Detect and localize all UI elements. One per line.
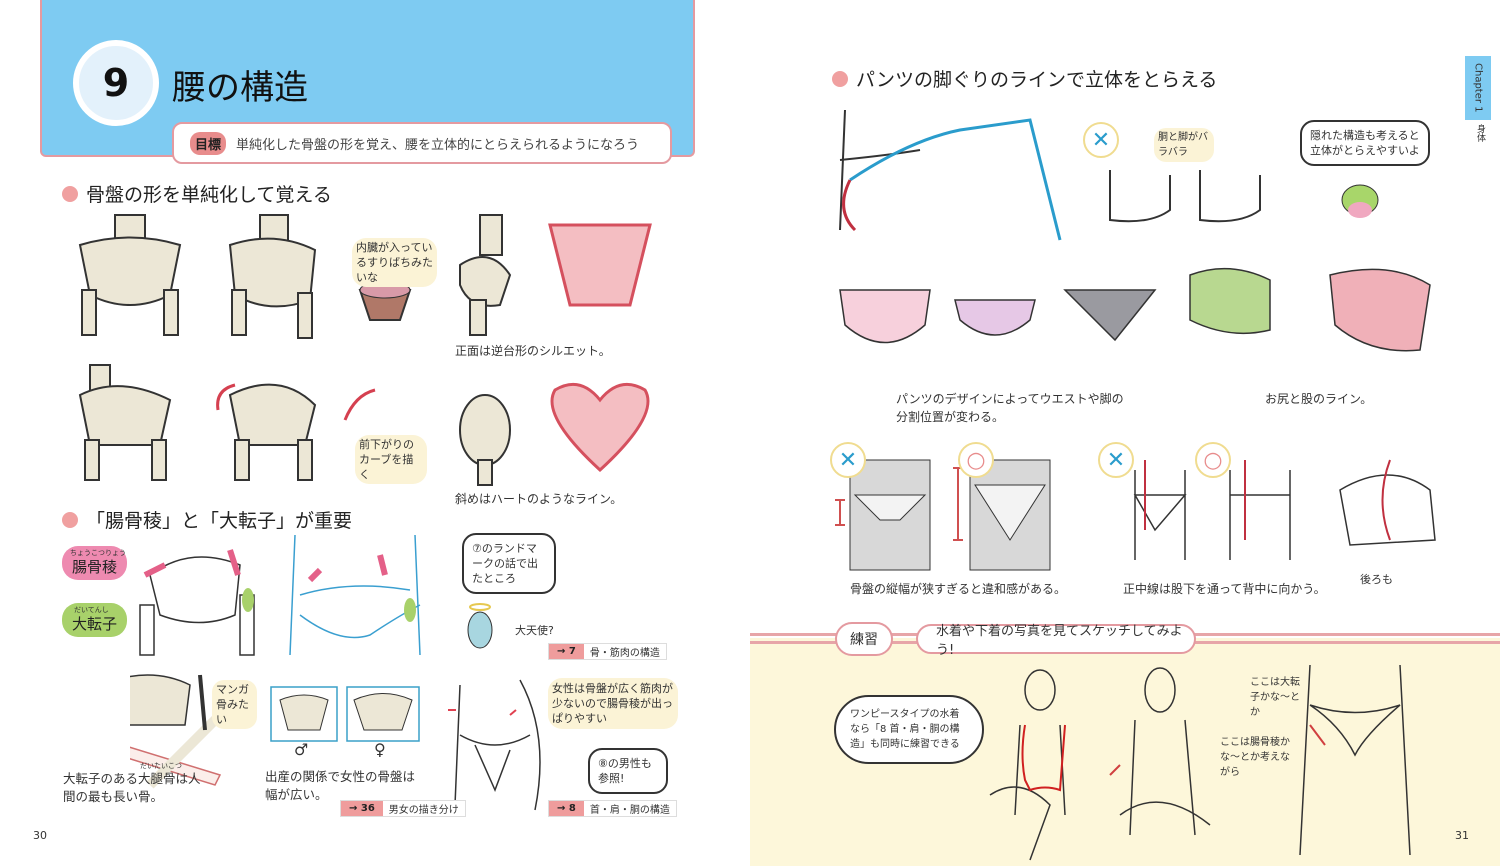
note-bowl: 内臓が入っているすりばちみたいな: [352, 238, 437, 287]
goal-text: 単純化した骨盤の形を覚え、腰を立体的にとらえられるようになろう: [236, 137, 640, 153]
ref-arrow-number: → 8: [549, 801, 584, 816]
caption-midline: 正中線は股下を通って背中に向かう。: [1123, 582, 1326, 596]
heading-text: 「腸骨稜」と「大転子」が重要: [86, 510, 353, 532]
label-iliac-crest: 腸骨稜: [62, 546, 128, 580]
disjoint-legs: [1109, 170, 1261, 223]
label-iliac-crest-ruby: ちょうこつりょう: [70, 549, 126, 557]
caption-height: 骨盤の縦幅が狭すぎると違和感がある。: [850, 582, 1067, 596]
note-angel: 大天使?: [515, 624, 554, 637]
section-number: 9: [73, 40, 159, 126]
page-number: 30: [33, 829, 47, 842]
bullet-icon: [832, 70, 848, 87]
note-iliac: ここは腸骨稜かな〜とか考えながら: [1220, 737, 1290, 778]
bubble-see-male: ⑧の男性も参照!: [588, 748, 668, 794]
pelvis-front: [78, 214, 317, 339]
practice-sketches: [989, 665, 1411, 861]
pelvis-height-comparison: [835, 459, 1051, 571]
ref-text: 男女の描き分け: [382, 801, 465, 816]
pelvis-illustrations: [78, 214, 652, 486]
label-greater-trochanter-ruby: だいてんし: [74, 606, 109, 614]
note-curve: 前下がりのカーブを描く: [355, 435, 427, 484]
caption-femur-ruby: だいたいこつ: [140, 762, 182, 770]
curve-arrow: [343, 388, 376, 421]
section-heading-pants: パンツの脚ぐりのラインで立体をとらえる: [832, 65, 1217, 92]
right-page: パンツの脚ぐりのラインで立体をとらえる Chapter 1 身体: [750, 0, 1500, 866]
pelvis-rear: [78, 364, 511, 486]
bubble-swimsuit: ワンピースタイプの水着なら「8 首・肩・胴の構造」も同時に練習できる: [834, 695, 984, 764]
chapter-tab[interactable]: Chapter 1: [1465, 56, 1491, 120]
left-page: 9 腰の構造 目標 単純化した骨盤の形を覚え、腰を立体的にとらえられるようになろ…: [33, 0, 695, 842]
wrong-mark-icon: ✕: [1098, 442, 1134, 478]
female-symbol: ♀: [374, 740, 386, 759]
ref-arrow-number: → 36: [341, 801, 383, 816]
pelvis-side: [459, 214, 512, 336]
heading-text: パンツの脚ぐりのラインで立体をとらえる: [856, 69, 1218, 91]
wrong-mark-icon: ✕: [830, 442, 866, 478]
bubble-landmark: ⑦のランドマークの話で出たところ: [462, 533, 556, 594]
heart-silhouette: [550, 382, 650, 473]
bullet-icon: [62, 185, 78, 202]
note-female: 女性は骨盤が広く筋肉が少ないので腸骨稜が出っぱりやすい: [548, 678, 678, 729]
goal-box: 目標 単純化した骨盤の形を覚え、腰を立体的にとらえられるようになろう: [172, 122, 672, 164]
ref-arrow-number: → 7: [549, 644, 584, 659]
section-heading-pelvis: 骨盤の形を単純化して覚える: [62, 180, 332, 207]
note-trochanter: ここは大転子かな〜とか: [1250, 677, 1300, 718]
caption-front: 正面は逆台形のシルエット。: [455, 344, 611, 358]
page-title: 腰の構造: [172, 68, 308, 108]
trapezoid-silhouette: [548, 223, 652, 307]
ref-text: 首・肩・胴の構造: [583, 801, 676, 816]
correct-mark-icon: ○: [958, 442, 994, 478]
label-greater-trochanter: 大転子: [62, 603, 128, 637]
note-manga-bone: マンガ骨みたい: [212, 680, 257, 729]
bullet-icon: [62, 511, 78, 528]
curve-arrow: [216, 383, 236, 411]
pants-illustrations: [835, 109, 1436, 571]
practice-label: 練習: [835, 622, 893, 656]
note-back: 後ろも: [1360, 573, 1393, 586]
midline-sketches: [1133, 470, 1436, 560]
goal-badge: 目標: [190, 131, 227, 155]
caption-diagonal: 斜めはハートのようなライン。: [455, 492, 623, 506]
panty-designs: [839, 267, 1431, 352]
ref-text: 骨・筋肉の構造: [583, 644, 666, 659]
male-symbol: ♂: [294, 740, 309, 759]
bowl-icon: [358, 281, 412, 321]
section-heading-landmarks: 「腸骨稜」と「大転子」が重要: [62, 506, 352, 533]
female-hip-sketch: [454, 679, 541, 811]
bird-angel-icon: [467, 603, 493, 649]
caption-buttocks: お尻と股のライン。: [1265, 392, 1373, 406]
heading-text: 骨盤の形を単純化して覚える: [86, 184, 332, 206]
caption-female-pelvis: 出産の関係で女性の骨盤は幅が広い。: [265, 769, 416, 802]
note-disjoint: 胴と脚がバラバラ: [1154, 128, 1214, 162]
bird-icon: [1341, 184, 1379, 218]
practice-text: 水着や下着の写真を見てスケッチしてみよう!: [916, 624, 1196, 658]
caption-design: パンツのデザインによってウエストや脚の分割位置が変わる。: [896, 392, 1124, 424]
wrong-mark-icon: ✕: [1083, 122, 1119, 158]
page-number: 31: [1455, 829, 1469, 842]
bubble-hidden-structure: 隠れた構造も考えると立体がとらえやすいよ: [1300, 120, 1430, 166]
caption-femur: 大転子のある大腿骨は人間の最も長い骨。: [63, 771, 201, 804]
landmark-illustrations: [130, 535, 541, 811]
chapter-sub: 身体: [1475, 124, 1485, 142]
correct-mark-icon: ○: [1195, 442, 1231, 478]
